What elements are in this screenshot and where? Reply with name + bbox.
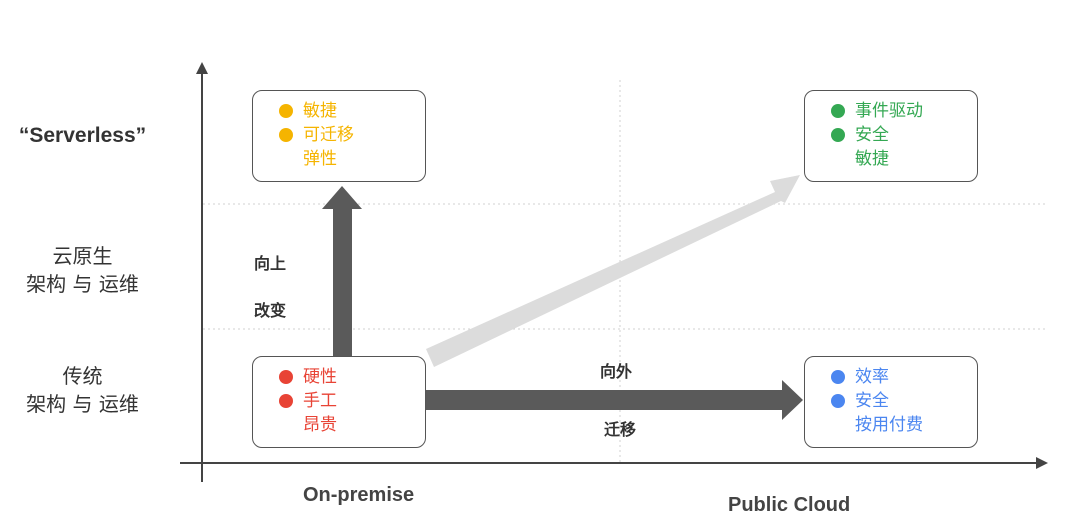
box-item-label: 按用付费 [855, 415, 923, 435]
box-item: 敏捷 [279, 99, 425, 123]
box-item-label: 安全 [855, 391, 889, 411]
y-label-traditional: 传统 架构 与 运维 [0, 362, 165, 418]
box-item-label: 安全 [855, 125, 889, 145]
arrow-diagonal [426, 175, 800, 367]
box-traditional-public-cloud: 效率 安全 按用付费 [804, 356, 978, 448]
bullet-dot [831, 370, 845, 384]
bullet-dot [279, 128, 293, 142]
arrow-up-label-line2: 改变 [254, 301, 287, 320]
x-axis-arrowhead [1036, 457, 1048, 469]
y-label-traditional-line2: 架构 与 运维 [26, 392, 139, 416]
x-label-on-premise: On-premise [303, 484, 415, 506]
x-label-public-cloud: Public Cloud [728, 494, 851, 516]
bullet-dot [831, 394, 845, 408]
y-label-cloud-native-line1: 云原生 [52, 244, 113, 268]
box-item-label: 敏捷 [303, 101, 337, 121]
arrow-right-label-top: 向外 [600, 362, 633, 381]
box-item-label: 手工 [303, 391, 337, 411]
box-item-label: 可迁移 [303, 125, 354, 145]
y-label-traditional-line1: 传统 [62, 364, 103, 388]
box-item-label: 弹性 [303, 149, 337, 169]
box-item: 敏捷 [831, 147, 977, 171]
box-item: 弹性 [279, 147, 425, 171]
box-item-label: 效率 [855, 367, 889, 387]
arrow-up [322, 186, 362, 357]
bullet-dot [279, 394, 293, 408]
box-item: 安全 [831, 123, 977, 147]
box-item-label: 敏捷 [855, 149, 889, 169]
box-item: 可迁移 [279, 123, 425, 147]
box-item: 安全 [831, 389, 977, 413]
box-traditional-on-premise: 硬性 手工 昂贵 [252, 356, 426, 448]
box-item-label: 昂贵 [303, 415, 337, 435]
arrow-right-label-bottom: 迁移 [604, 420, 637, 439]
y-axis-arrowhead [196, 62, 208, 74]
bullet-dot [279, 370, 293, 384]
box-item: 按用付费 [831, 413, 977, 437]
box-serverless-public-cloud: 事件驱动 安全 敏捷 [804, 90, 978, 182]
box-item-label: 硬性 [303, 367, 337, 387]
y-label-serverless: “Serverless” [18, 124, 147, 147]
box-item: 事件驱动 [831, 99, 977, 123]
box-item-label: 事件驱动 [855, 101, 923, 121]
y-label-cloud-native-line2: 架构 与 运维 [26, 272, 139, 296]
bullet-dot [831, 128, 845, 142]
bullet-dot [279, 104, 293, 118]
arrow-up-label-line1: 向上 [254, 254, 287, 273]
arrow-right [425, 380, 803, 420]
y-label-cloud-native: 云原生 架构 与 运维 [0, 242, 165, 298]
box-item: 硬性 [279, 365, 425, 389]
box-item: 昂贵 [279, 413, 425, 437]
box-serverless-on-premise: 敏捷 可迁移 弹性 [252, 90, 426, 182]
box-item: 手工 [279, 389, 425, 413]
bullet-dot [831, 104, 845, 118]
box-item: 效率 [831, 365, 977, 389]
